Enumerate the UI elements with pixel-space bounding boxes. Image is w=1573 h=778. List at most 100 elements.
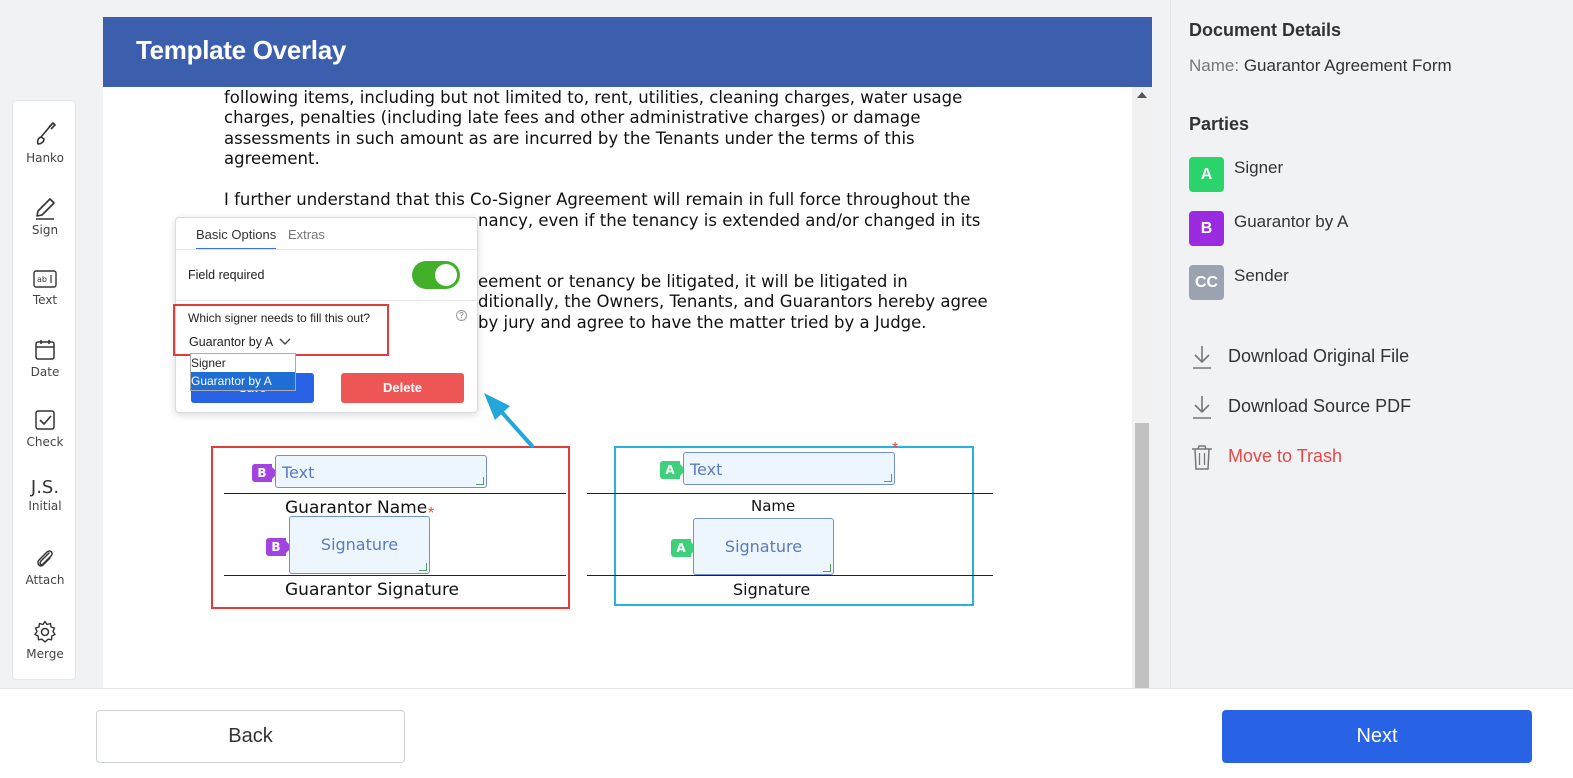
tab-basic-options[interactable]: Basic Options (196, 227, 277, 250)
resize-handle[interactable] (823, 564, 831, 572)
signature-line (587, 493, 993, 494)
tab-extras[interactable]: Extras (288, 227, 325, 242)
footer-bar: Back Next (0, 688, 1573, 778)
document-name-label: Name: (1189, 56, 1240, 75)
document-line: agreement. (224, 149, 320, 168)
dropdown-option[interactable]: Signer (191, 356, 226, 370)
party-a-tag: A (660, 461, 686, 479)
divider (176, 300, 479, 301)
guarantor-signature-label: Guarantor Signature (285, 580, 460, 600)
tool-sign[interactable]: Sign (13, 187, 77, 247)
party-name: Sender (1234, 266, 1289, 285)
action-label: Move to Trash (1228, 446, 1343, 466)
document-line: assessments in such amount as are incurr… (224, 129, 915, 148)
parties-heading: Parties (1189, 114, 1250, 134)
calendar-icon (35, 340, 55, 360)
required-asterisk: * (428, 505, 435, 522)
signer-signature-label: Signature (733, 580, 811, 599)
chevron-down-icon (279, 338, 291, 345)
document-name: Name: Guarantor Agreement Form (1189, 56, 1452, 76)
tool-check[interactable]: Check (13, 399, 77, 459)
party-name: Signer (1234, 158, 1284, 177)
document-line: ditionally, the Owners, Tenants, and Gua… (478, 292, 988, 311)
signature-line (224, 493, 566, 494)
tool-label: Text (32, 293, 58, 307)
scroll-thumb[interactable] (1135, 423, 1149, 688)
tool-merge[interactable]: Merge (13, 611, 77, 671)
guarantor-name-label: Guarantor Name (285, 498, 428, 518)
download-icon (1193, 346, 1211, 369)
delete-button[interactable]: Delete (341, 373, 464, 403)
trash-icon (1192, 445, 1212, 470)
document-line: nancy, even if the tenancy is extended a… (478, 211, 981, 230)
document-details-heading: Document Details (1189, 20, 1342, 40)
document-line: eement or tenancy be litigated, it will … (478, 272, 908, 291)
gear-icon (34, 620, 56, 643)
party-a-tag: A (671, 539, 697, 557)
svg-text:ab: ab (37, 275, 47, 284)
field-toolbar: Hanko Sign ab Text Date Check J.S. Initi… (12, 100, 76, 680)
signer-question-label: Which signer needs to fill this out? (188, 311, 371, 325)
action-label: Download Original File (1228, 346, 1410, 366)
right-sidebar: Document Details Name: Guarantor Agreeme… (1170, 0, 1573, 688)
arrow-annotation-icon (484, 393, 534, 448)
page-title: Template Overlay (136, 35, 347, 65)
signer-signature-field[interactable]: Signature (693, 518, 834, 575)
dropdown-option-selected[interactable]: Guarantor by A (191, 372, 295, 390)
download-source-pdf-button[interactable]: Download Source PDF (1189, 393, 1449, 423)
download-original-button[interactable]: Download Original File (1189, 343, 1449, 373)
party-badge-cc: CC (1189, 265, 1224, 300)
field-placeholder: Signature (320, 535, 399, 554)
guarantor-fields-highlight (211, 446, 570, 609)
brush-icon (36, 121, 57, 145)
panel-header: Template Overlay (103, 17, 1152, 87)
party-b-tag: B (252, 464, 278, 482)
tool-label: Merge (26, 647, 64, 661)
checkbox-icon (35, 410, 55, 430)
tool-label: Initial (28, 499, 62, 513)
signer-text-field[interactable]: Text (683, 452, 895, 485)
resize-handle[interactable] (476, 477, 484, 485)
signer-select-value: Guarantor by A (189, 335, 273, 349)
action-label: Download Source PDF (1228, 396, 1412, 416)
party-badge-a: A (1189, 157, 1224, 192)
signer-fields-highlight (614, 446, 974, 606)
document-line: I further understand that this Co-Signer… (224, 190, 971, 209)
signer-select[interactable]: Guarantor by A (189, 335, 291, 349)
document-line: following items, including but not limit… (224, 88, 963, 107)
guarantor-signature-field[interactable]: Signature (289, 516, 430, 574)
field-required-label: Field required (188, 268, 265, 282)
resize-handle[interactable] (419, 563, 427, 571)
scrollbar[interactable] (1132, 87, 1152, 688)
tool-label: Hanko (26, 151, 64, 165)
tool-label: Check (26, 435, 64, 449)
tool-attach[interactable]: Attach (13, 537, 77, 597)
document-line: by jury and agree to have the matter tri… (478, 313, 927, 332)
textbox-icon: ab (33, 270, 57, 288)
field-required-toggle[interactable] (412, 261, 460, 289)
field-placeholder: Text (282, 463, 315, 482)
resize-handle[interactable] (884, 474, 892, 482)
signature-line (224, 575, 566, 576)
field-placeholder: Text (690, 460, 723, 479)
tool-hanko[interactable]: Hanko (13, 113, 77, 173)
signer-dropdown: Signer Guarantor by A (190, 353, 296, 391)
pen-icon (36, 198, 55, 220)
tool-initial[interactable]: J.S. Initial (13, 471, 77, 531)
party-name: Guarantor by A (1234, 212, 1349, 231)
next-button[interactable]: Next (1222, 710, 1532, 763)
party-b-tag: B (266, 538, 292, 556)
tool-label: Sign (31, 223, 59, 237)
required-asterisk: * (892, 440, 899, 457)
move-to-trash-button[interactable]: Move to Trash (1189, 443, 1449, 473)
scroll-up-arrow-icon[interactable] (1137, 92, 1147, 98)
help-icon[interactable]: ? (456, 310, 467, 321)
tool-text[interactable]: ab Text (13, 259, 77, 319)
tool-label: Date (30, 365, 60, 379)
guarantor-text-field[interactable]: Text (275, 455, 487, 488)
document-line: charges, penalties (including late fees … (224, 108, 921, 127)
tool-date[interactable]: Date (13, 329, 77, 389)
field-placeholder: Signature (724, 537, 803, 556)
back-button[interactable]: Back (96, 710, 405, 763)
signature-line (587, 575, 993, 576)
